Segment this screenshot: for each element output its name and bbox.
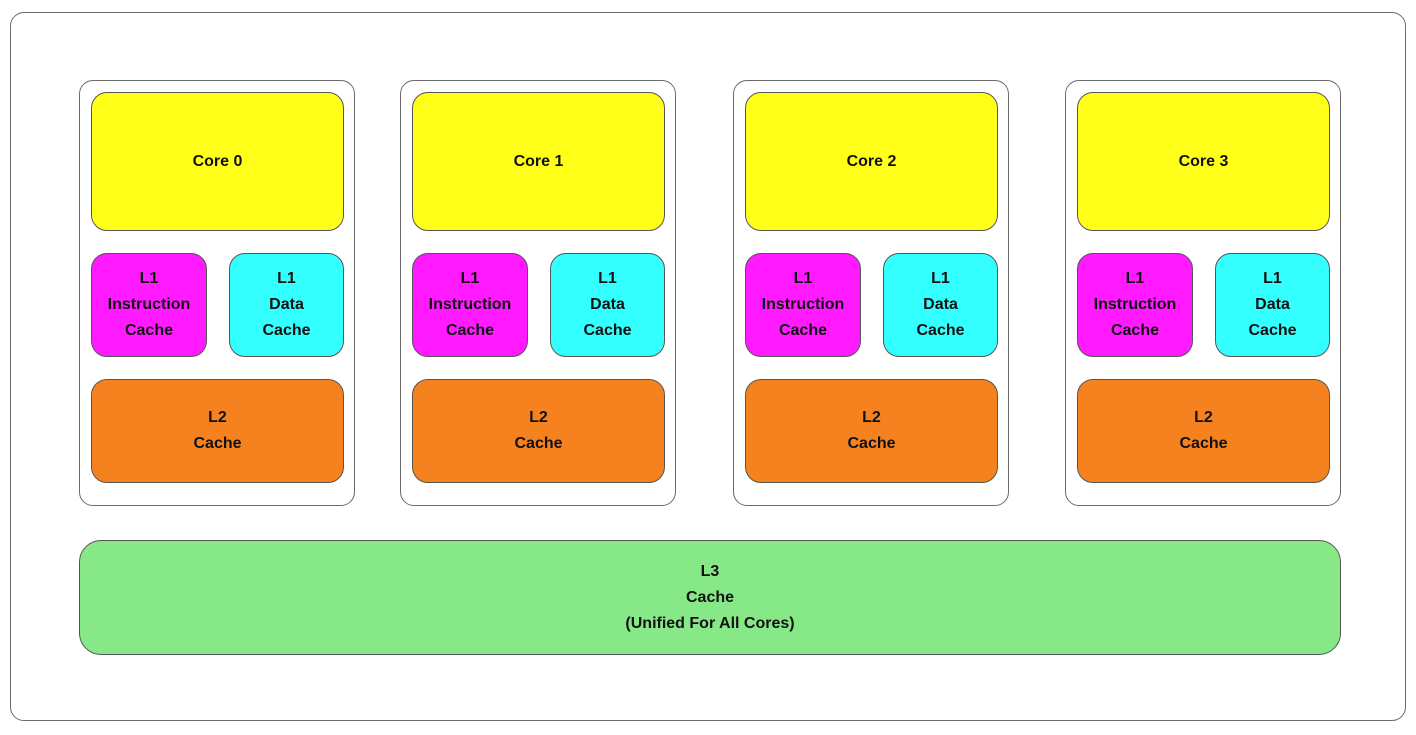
l3-line-1: L3 xyxy=(700,562,720,580)
core-0-l1-data-cache: L1 Data Cache xyxy=(229,253,344,357)
l2-line-2: Cache xyxy=(1179,435,1228,452)
core-0-l2-cache: L2 Cache xyxy=(91,379,344,483)
core-3-box: Core 3 xyxy=(1077,92,1330,231)
l1-data-line-3: Cache xyxy=(916,322,965,339)
core-2-l2-cache: L2 Cache xyxy=(745,379,998,483)
core-1-box: Core 1 xyxy=(412,92,665,231)
core-2-box: Core 2 xyxy=(745,92,998,231)
core-group-1: Core 1 L1 Instruction Cache L1 Data Cach… xyxy=(400,80,676,506)
l1-data-line-3: Cache xyxy=(262,322,311,339)
core-3-label: Core 3 xyxy=(1178,152,1229,170)
core-group-0: Core 0 L1 Instruction Cache L1 Data Cach… xyxy=(79,80,355,506)
l1-data-line-2: Data xyxy=(1255,296,1290,313)
l3-line-3: (Unified For All Cores) xyxy=(625,614,795,632)
l1-data-line-1: L1 xyxy=(1263,270,1282,287)
core-group-3: Core 3 L1 Instruction Cache L1 Data Cach… xyxy=(1065,80,1341,506)
l2-line-2: Cache xyxy=(514,435,563,452)
l1-data-line-2: Data xyxy=(590,296,625,313)
l1-data-line-3: Cache xyxy=(583,322,632,339)
l1-instruction-line-1: L1 xyxy=(793,270,813,287)
core-0-l1-instruction-cache: L1 Instruction Cache xyxy=(91,253,207,357)
l1-instruction-line-1: L1 xyxy=(460,270,480,287)
l1-instruction-line-2: Instruction xyxy=(761,296,845,313)
l2-line-1: L2 xyxy=(1194,409,1213,426)
core-2-label: Core 2 xyxy=(846,152,897,170)
core-0-box: Core 0 xyxy=(91,92,344,231)
l2-line-1: L2 xyxy=(862,409,881,426)
core-3-l1-instruction-cache: L1 Instruction Cache xyxy=(1077,253,1193,357)
l1-data-line-2: Data xyxy=(923,296,958,313)
core-1-l2-cache: L2 Cache xyxy=(412,379,665,483)
l1-instruction-line-2: Instruction xyxy=(428,296,512,313)
l1-data-line-1: L1 xyxy=(277,270,296,287)
core-group-2: Core 2 L1 Instruction Cache L1 Data Cach… xyxy=(733,80,1009,506)
l2-line-2: Cache xyxy=(847,435,896,452)
core-2-l1-instruction-cache: L1 Instruction Cache xyxy=(745,253,861,357)
l2-line-1: L2 xyxy=(208,409,227,426)
core-0-label: Core 0 xyxy=(192,152,243,170)
l1-data-line-1: L1 xyxy=(931,270,950,287)
l1-data-line-1: L1 xyxy=(598,270,617,287)
core-1-l1-instruction-cache: L1 Instruction Cache xyxy=(412,253,528,357)
core-3-l2-cache: L2 Cache xyxy=(1077,379,1330,483)
core-2-l1-data-cache: L1 Data Cache xyxy=(883,253,998,357)
l1-instruction-line-3: Cache xyxy=(778,322,827,339)
core-3-l1-data-cache: L1 Data Cache xyxy=(1215,253,1330,357)
l1-instruction-line-1: L1 xyxy=(1125,270,1145,287)
l3-line-2: Cache xyxy=(685,588,735,606)
l1-data-line-2: Data xyxy=(269,296,304,313)
core-1-label: Core 1 xyxy=(513,152,564,170)
l1-data-line-3: Cache xyxy=(1248,322,1297,339)
l1-instruction-line-3: Cache xyxy=(124,322,173,339)
core-1-l1-data-cache: L1 Data Cache xyxy=(550,253,665,357)
l1-instruction-line-3: Cache xyxy=(1110,322,1159,339)
l2-line-2: Cache xyxy=(193,435,242,452)
l2-line-1: L2 xyxy=(529,409,548,426)
l3-cache: L3 Cache (Unified For All Cores) xyxy=(79,540,1341,655)
l1-instruction-line-1: L1 xyxy=(139,270,159,287)
l1-instruction-line-3: Cache xyxy=(445,322,494,339)
l1-instruction-line-2: Instruction xyxy=(1093,296,1177,313)
l1-instruction-line-2: Instruction xyxy=(107,296,191,313)
